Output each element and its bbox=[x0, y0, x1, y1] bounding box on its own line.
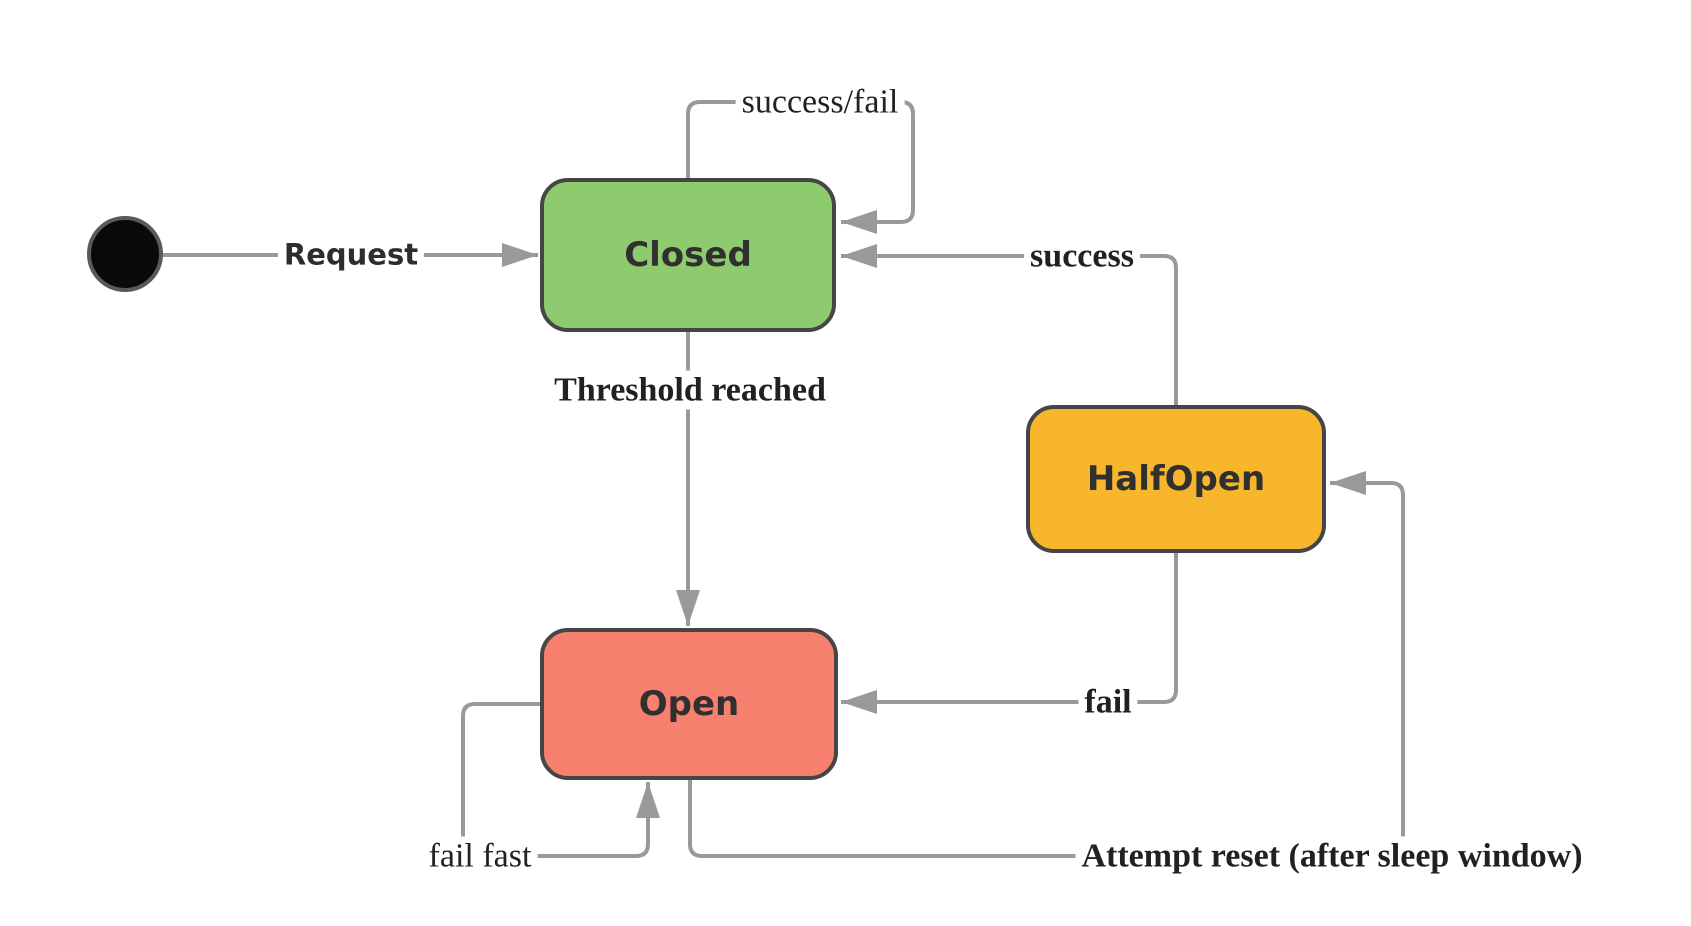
transition-success-label: success bbox=[1024, 236, 1140, 276]
state-open-label: Open bbox=[638, 684, 740, 724]
transition-fail-fast-label: fail fast bbox=[422, 836, 538, 876]
transition-fail-label: fail bbox=[1078, 682, 1138, 722]
state-closed: Closed bbox=[540, 178, 836, 332]
state-open: Open bbox=[540, 628, 838, 780]
transition-attempt-reset-label: Attempt reset (after sleep window) bbox=[1075, 836, 1589, 876]
transition-request-label: Request bbox=[277, 237, 425, 272]
transition-success-path bbox=[841, 244, 1178, 405]
transition-success-fail-path bbox=[686, 100, 915, 234]
state-halfopen-label: HalfOpen bbox=[1086, 459, 1266, 499]
transition-fail-path bbox=[841, 553, 1178, 714]
transition-threshold-reached-label: Threshold reached bbox=[548, 370, 832, 410]
state-closed-label: Closed bbox=[624, 235, 752, 275]
transition-success-fail-label: success/fail bbox=[735, 82, 905, 122]
state-halfopen: HalfOpen bbox=[1026, 405, 1326, 553]
initial-state-node bbox=[87, 216, 163, 292]
